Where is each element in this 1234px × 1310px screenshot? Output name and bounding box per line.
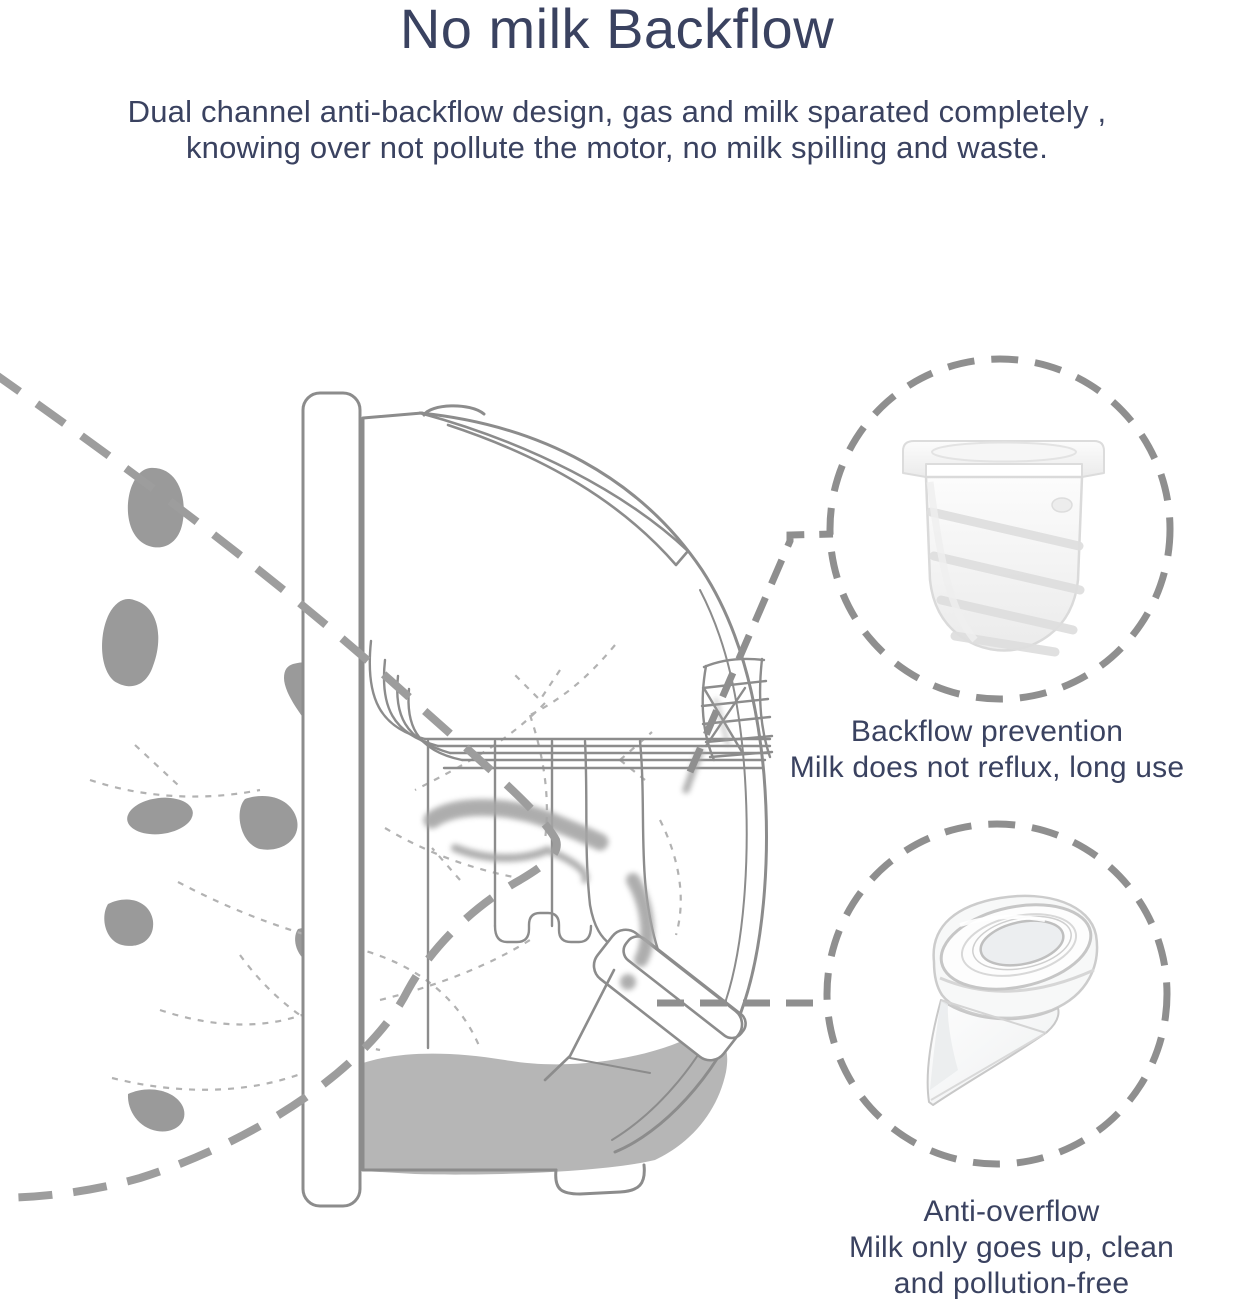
breast-outline-dash [0, 372, 561, 1202]
milk-pool [363, 1034, 728, 1175]
backflow-prevention-valve-photo [902, 440, 1105, 657]
pump-base-foot [554, 1163, 646, 1196]
subtitle: Dual channel anti-backflow design, gas a… [0, 94, 1234, 166]
leader-line-backflow [686, 530, 834, 774]
duckbill-valve-circle [823, 820, 1171, 1168]
wearable-pump-cross-section [301, 391, 774, 1208]
page-title: No milk Backflow [399, 0, 835, 60]
pump-top-ridge [418, 411, 690, 567]
duckbill-funnel [543, 928, 747, 1082]
callout-overflow-body-line-1: Milk only goes up, clean [849, 1231, 1174, 1264]
callout-overflow: Anti-overflow Milk only goes up, clean a… [789, 1194, 1234, 1302]
duckbill-anti-overflow-valve-photo [926, 894, 1099, 1106]
subtitle-line-1: Dual channel anti-backflow design, gas a… [127, 94, 1107, 129]
callout-backflow-body: Milk does not reflux, long use [789, 751, 1185, 784]
backflow-valve-circle [826, 355, 1174, 703]
subtitle-line-2: knowing over not pollute the motor, no m… [185, 130, 1049, 165]
milk-flow-streaks [423, 698, 730, 990]
pump-flange-plate [301, 391, 362, 1208]
pump-outer-shell [361, 411, 424, 420]
callout-overflow-title: Anti-overflow [923, 1195, 1100, 1228]
callout-backflow-title: Backflow prevention [850, 715, 1124, 748]
callout-backflow: Backflow prevention Milk does not reflux… [740, 714, 1234, 786]
callout-overflow-body-line-2: and pollution-free [893, 1267, 1130, 1300]
